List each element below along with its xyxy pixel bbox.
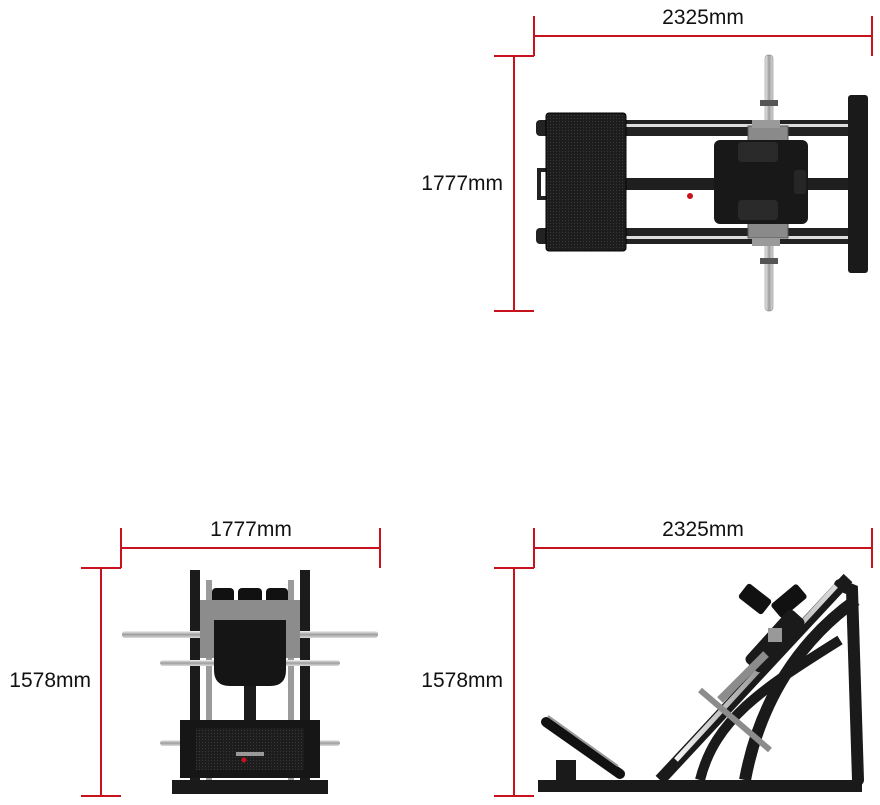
top-height-label: 1777mm bbox=[421, 172, 503, 195]
front-view-machine bbox=[122, 570, 378, 794]
top-height-dimension: 1777mm bbox=[421, 55, 534, 312]
top-view: 2325mm 1777mm bbox=[421, 6, 873, 312]
side-height-label: 1578mm bbox=[421, 669, 503, 692]
top-view-machine bbox=[536, 54, 868, 312]
side-width-label: 2325mm bbox=[662, 518, 744, 541]
front-height-label: 1578mm bbox=[9, 669, 91, 692]
front-width-dimension: 1777mm bbox=[120, 518, 381, 568]
front-height-dimension: 1578mm bbox=[9, 567, 121, 797]
top-width-dimension: 2325mm bbox=[533, 6, 873, 56]
side-height-dimension: 1578mm bbox=[421, 567, 534, 797]
top-width-label: 2325mm bbox=[662, 6, 744, 29]
side-width-dimension: 2325mm bbox=[533, 518, 873, 568]
front-width-label: 1777mm bbox=[210, 518, 292, 541]
front-view: 1777mm 1578mm bbox=[9, 518, 381, 797]
side-view: 2325mm 1578mm bbox=[421, 518, 873, 797]
side-view-machine bbox=[538, 573, 864, 792]
